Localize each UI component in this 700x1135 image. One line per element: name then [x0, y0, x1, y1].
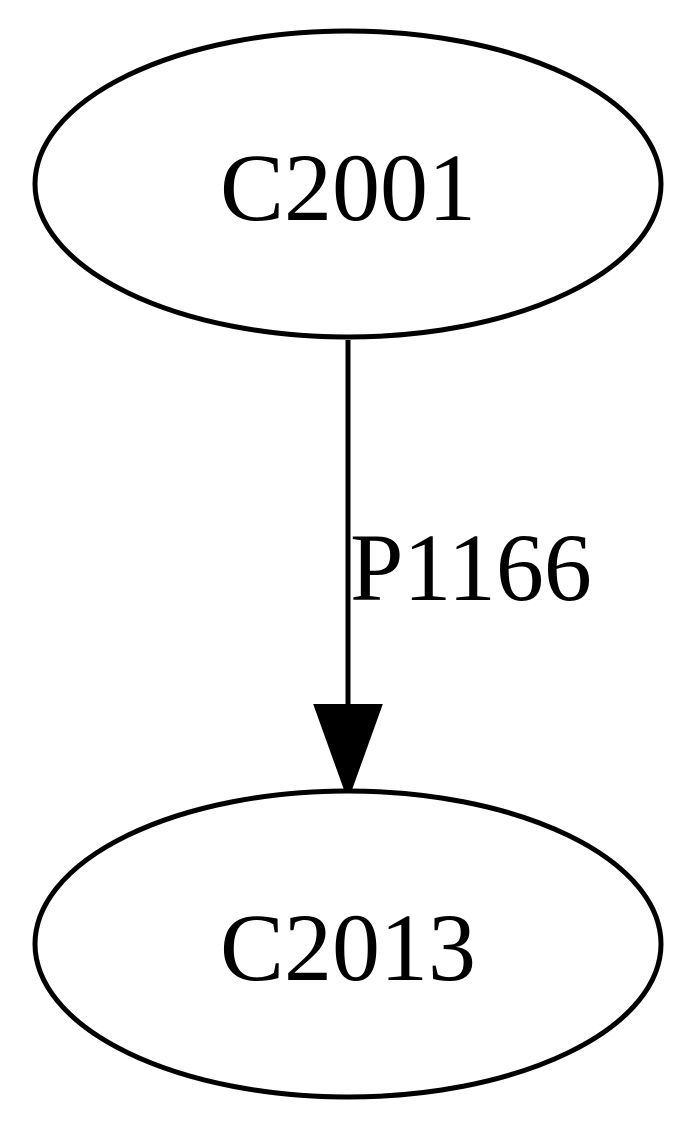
edge-c2001-c2013: P1166: [313, 340, 592, 801]
node-label: C2013: [220, 894, 476, 1001]
node-ellipse: [32, 28, 664, 340]
edge-label: P1166: [350, 514, 592, 621]
node-c2013[interactable]: C2013: [32, 788, 664, 1100]
node-label: C2001: [220, 134, 476, 241]
node-c2001[interactable]: C2001: [32, 28, 664, 340]
arrow-head: [313, 704, 383, 801]
node-ellipse: [32, 788, 664, 1100]
